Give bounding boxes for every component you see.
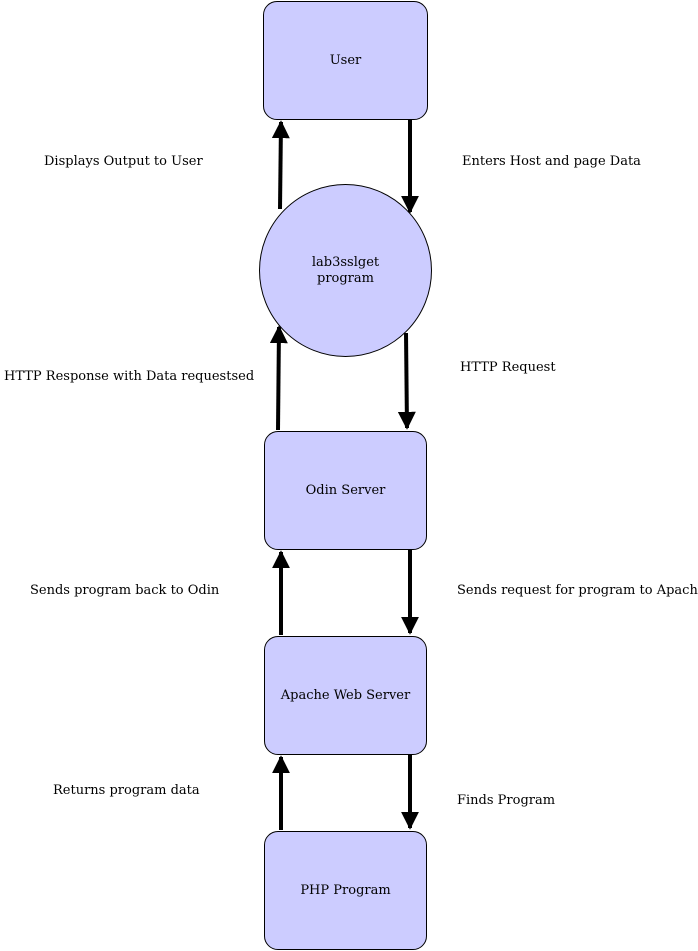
arrow-output-to-user	[271, 120, 290, 210]
edge-label-http-response: HTTP Response with Data requestsed	[4, 369, 255, 384]
edge-label-returns-program: Returns program data	[53, 783, 200, 798]
node-apache-web-server[interactable]: Apache Web Server	[264, 636, 427, 755]
node-lab3sslget-label: lab3sslget program	[311, 254, 380, 286]
node-odin-label: Odin Server	[305, 482, 386, 498]
edge-label-displays-output: Displays Output to User	[44, 154, 203, 169]
node-lab3sslget-program[interactable]: lab3sslget program	[259, 184, 432, 357]
edge-label-sends-program-back: Sends program back to Odin	[30, 583, 220, 598]
node-user-label: User	[329, 52, 362, 68]
node-php-label: PHP Program	[300, 882, 391, 898]
node-user[interactable]: User	[263, 1, 428, 120]
node-apache-label: Apache Web Server	[280, 687, 411, 703]
edge-label-http-request: HTTP Request	[460, 360, 556, 375]
node-odin-server[interactable]: Odin Server	[264, 431, 427, 550]
edge-label-enters-host: Enters Host and page Data	[462, 154, 641, 169]
edge-label-sends-request: Sends request for program to Apache	[457, 583, 698, 598]
node-php-program[interactable]: PHP Program	[264, 831, 427, 950]
edge-label-finds-program: Finds Program	[457, 793, 556, 808]
arrow-response-to-program	[269, 325, 288, 431]
arrow-request-to-odin	[397, 332, 416, 430]
